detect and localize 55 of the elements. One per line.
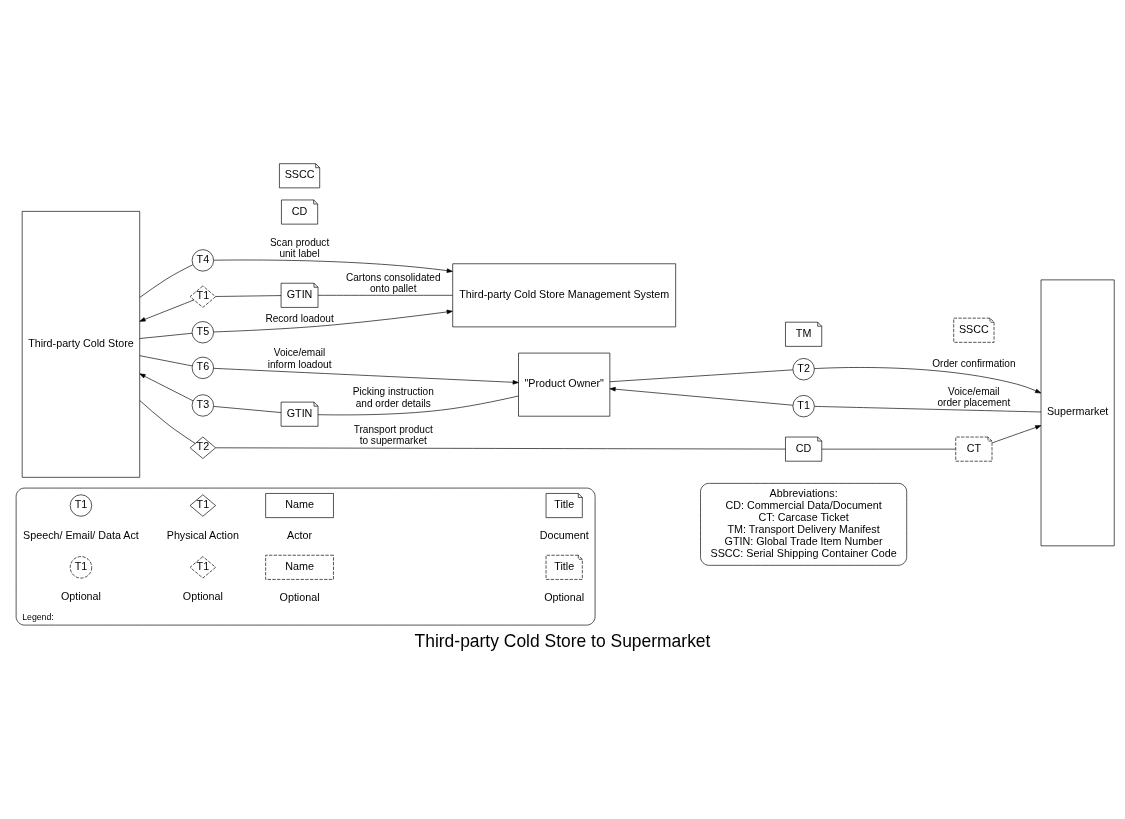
connector — [139, 332, 193, 339]
node-circle: T1 — [69, 494, 93, 517]
connector — [317, 295, 453, 296]
node-box: Third-party Cold Store — [21, 211, 141, 478]
arrow — [814, 367, 1042, 394]
edge-label: Scan product unit label — [269, 236, 330, 260]
node-box: Abbreviations: CD: Commercial Data/Document CT: Carcase Ticket TM: Transport Delivery Manifest GTIN: Global Trade Item Number SSCC: Serial Shipping Container Code — [700, 483, 908, 566]
connector — [317, 395, 519, 416]
arrow — [213, 368, 519, 385]
node-label: Optional — [182, 590, 223, 603]
node-circle: T5 — [191, 321, 214, 344]
node-label: Physical Action — [166, 528, 239, 541]
node-label: Document — [539, 528, 589, 541]
edge-label: Transport product to supermarket — [353, 424, 433, 447]
node-circle: T6 — [191, 356, 214, 379]
node-label: Optional — [544, 590, 585, 603]
node-diamond: T2 — [189, 436, 216, 459]
connector — [213, 406, 282, 413]
connector — [139, 264, 194, 298]
node-label: Speech/ Email/ Data Act — [23, 528, 139, 541]
node-diamond: T1 — [189, 556, 216, 579]
node-box: Third-party Cold Store Management System — [452, 263, 676, 328]
arrow — [991, 425, 1042, 444]
arrow — [139, 299, 195, 322]
node-circle: T4 — [191, 249, 214, 272]
node-label: Actor — [287, 528, 313, 541]
diagram-title: Third-party Cold Store to Supermarket — [414, 631, 711, 652]
node-box: "Product Owner" — [518, 352, 611, 417]
node-circle: T1 — [69, 556, 93, 579]
node-diamond: T1 — [189, 494, 216, 517]
node-label: Optional — [279, 590, 320, 603]
arrow — [609, 387, 794, 406]
node-box: Name — [265, 554, 334, 580]
connector — [609, 369, 794, 383]
node-circle: T3 — [191, 394, 214, 417]
arrow — [213, 309, 453, 333]
connector — [139, 400, 196, 444]
edge-label: Voice/email order placement — [937, 385, 1011, 409]
edge-label: Order confirmation — [932, 358, 1016, 370]
connector — [215, 447, 786, 450]
node-box: Supermarket — [1040, 279, 1115, 547]
node-circle: T1 — [792, 395, 815, 418]
edge-label: Picking instruction and order details — [352, 386, 434, 409]
connector — [139, 355, 193, 367]
edge-label: Cartons consolidated onto pallet — [345, 271, 441, 294]
edge-label: Record loadout — [265, 312, 334, 324]
node-diamond: T1 — [189, 285, 216, 308]
arrow — [139, 373, 194, 402]
node-label: Optional — [60, 590, 101, 603]
connector — [215, 295, 282, 297]
connector — [814, 406, 1042, 413]
edge-label: Voice/email inform loadout — [267, 347, 332, 370]
node-circle: T2 — [792, 358, 815, 381]
arrow — [213, 259, 453, 273]
node-box: Name — [265, 493, 334, 518]
